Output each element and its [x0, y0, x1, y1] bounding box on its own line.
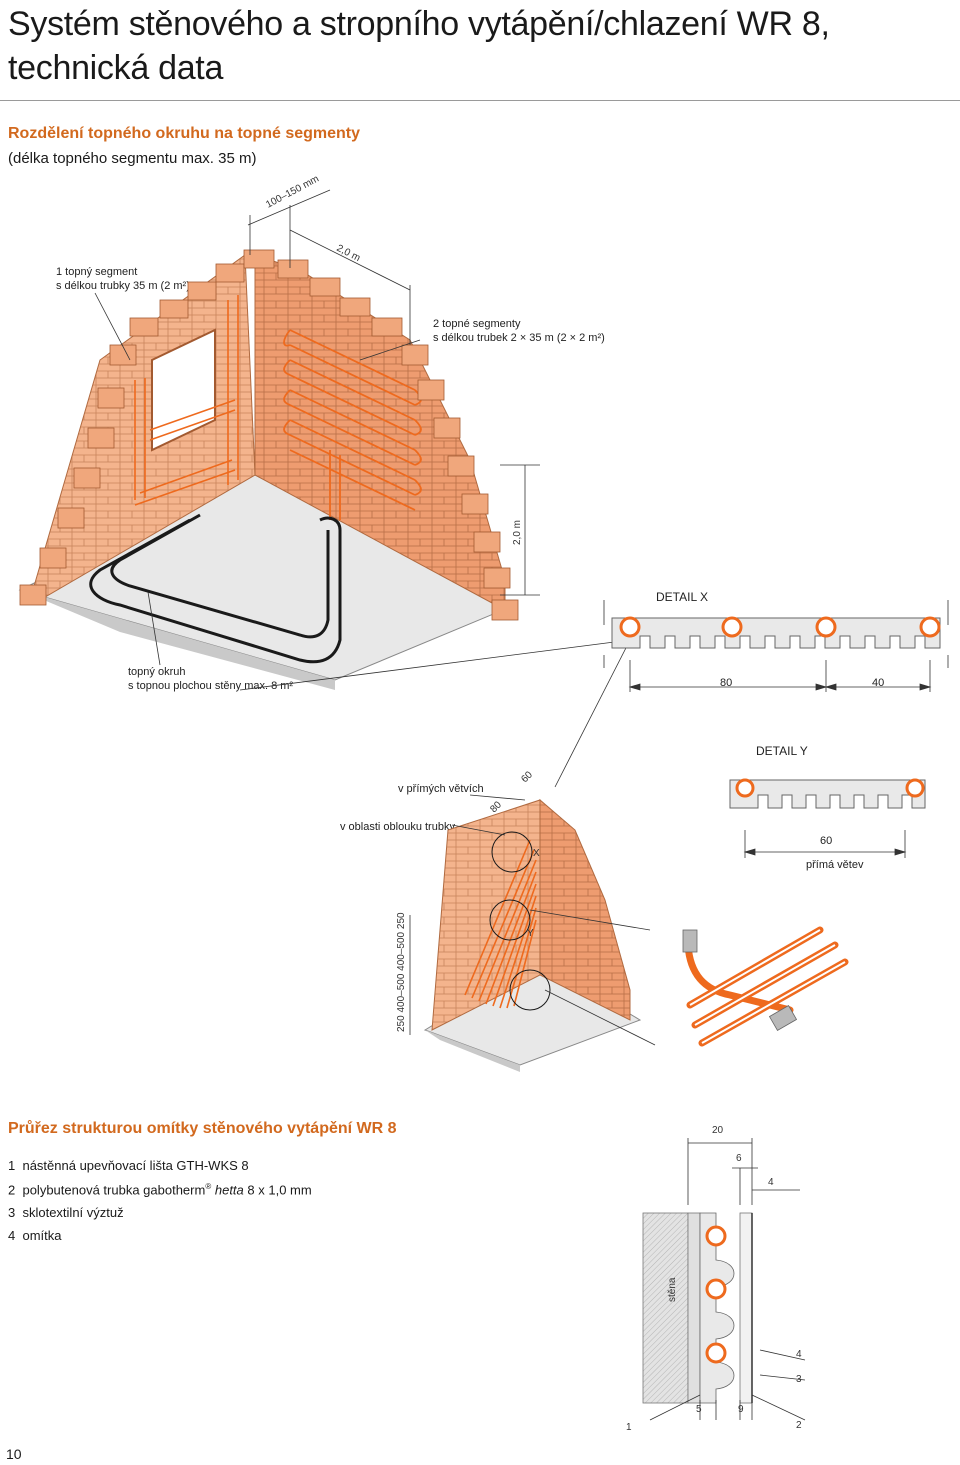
legend-text: omítka	[22, 1228, 62, 1243]
cs-dim-20: 20	[712, 1125, 724, 1136]
small-right-wall	[539, 798, 631, 1021]
dim-height-2m: 2,0 m	[512, 520, 523, 545]
cross-section-drawing: 20 6 4 stěna 4 3 1 5 9 2	[626, 1125, 806, 1433]
cs-callout-9: 9	[738, 1404, 744, 1415]
detail-y-dim-60: 60	[820, 835, 833, 847]
detail-y-drawing	[729, 778, 926, 858]
label-circuit-line2: s topnou plochou stěny max. 8 m²	[128, 680, 294, 692]
feed-line	[89, 516, 342, 664]
pipes-left-wall	[134, 295, 239, 506]
wall-hatched	[642, 1212, 689, 1404]
section-heading-cross-section: Průřez strukturou omítky stěnového vytáp…	[8, 1120, 397, 1137]
small-floor-edge	[425, 1030, 520, 1072]
legend-num: 2	[8, 1182, 16, 1198]
dim-100-150: 100–150 mm	[264, 174, 321, 211]
brick-edges	[19, 249, 519, 621]
title-divider	[0, 100, 960, 101]
section-subheading-segments: (délka topného segmentu max. 35 m)	[8, 150, 257, 167]
legend-text: nástěnná upevňovací lišta GTH-WKS 8	[22, 1158, 249, 1173]
legend-text-after: 8 x 1,0 mm	[243, 1182, 312, 1198]
label-circuit-line1: topný okruh	[128, 666, 186, 678]
detail-x-dim-80: 80	[720, 677, 733, 689]
page-title: Systém stěnového a stropního vytápění/ch…	[8, 5, 830, 87]
label-bend-area: v oblasti oblouku trubky	[340, 821, 455, 833]
dimension-lines	[94, 189, 631, 788]
legend-item-3: 3 sklotextilní výztuž	[8, 1205, 124, 1220]
label-one-segment-line1: 1 topný segment	[56, 266, 138, 278]
legend-num: 1	[8, 1158, 16, 1173]
detail-y-rail	[729, 779, 926, 809]
detail-markers	[489, 831, 551, 1011]
label-two-segments-line2: s délkou trubek 2 × 35 m (2 × 2 m²)	[433, 332, 605, 344]
detail-x-dims	[603, 655, 949, 692]
detail-y-pipes	[735, 778, 925, 798]
label-one-segment-line2: s délkou trubky 35 m (2 m²)	[56, 280, 190, 292]
detail-x-rail	[611, 617, 941, 649]
cs-dim-6: 6	[736, 1153, 742, 1164]
cs-callout-2: 2	[796, 1420, 802, 1431]
page-number: 10	[6, 1446, 22, 1462]
detail-x-pipes	[619, 616, 941, 638]
window-opening	[151, 328, 216, 452]
dim-width-2m: 2,0 m	[335, 243, 362, 264]
cs-wall-label: stěna	[667, 1277, 678, 1302]
legend-num: 3	[8, 1205, 16, 1220]
legend-registered-mark: ®	[205, 1182, 212, 1191]
small-wall-drawing: X Y 80 60 250 400–500 400–500 250	[396, 769, 656, 1072]
floor-edge	[20, 590, 335, 690]
detail-y-title: DETAIL Y	[756, 744, 808, 758]
main-wall-drawing: 100–150 mm 2,0 m 2,0 m	[18, 174, 631, 788]
marker-x: X	[533, 848, 540, 859]
cs-callout-3: 3	[796, 1374, 802, 1385]
small-wall-pipes	[464, 839, 537, 1009]
detail-x-drawing	[603, 600, 949, 692]
detail-y-caption: přímá větev	[806, 859, 864, 871]
legend-item-1: 1 nástěnná upevňovací lišta GTH-WKS 8	[8, 1158, 249, 1173]
cs-callout-5: 5	[696, 1404, 702, 1415]
vertical-spacing-dims: 250 400–500 400–500 250	[396, 912, 407, 1032]
label-two-segments-line1: 2 topné segmenty	[433, 318, 521, 330]
legend-text-italic: hetta	[214, 1182, 244, 1198]
detail-x-dim-40: 40	[872, 677, 885, 689]
detail-x-title: DETAIL X	[656, 590, 709, 604]
section-heading-segments: Rozdělení topného okruhu na topné segmen…	[8, 125, 361, 142]
legend-text: sklotextilní výztuž	[22, 1205, 124, 1220]
detail-y-dims	[743, 830, 907, 858]
legend-num: 4	[8, 1228, 16, 1243]
marker-y: Y	[527, 928, 534, 939]
dim-60-small: 60	[519, 769, 535, 785]
cs-dim-4: 4	[768, 1177, 774, 1188]
legend-text: polybutenová trubka gabotherm	[22, 1182, 206, 1198]
cs-callout-1: 1	[626, 1422, 632, 1433]
legend-item-4: 4 omítka	[8, 1228, 61, 1243]
cross-section-dims	[649, 1138, 806, 1421]
pipe-elbow-detail	[670, 926, 860, 1060]
cs-callout-4: 4	[796, 1349, 802, 1360]
feed-line-inner	[110, 513, 330, 639]
cross-section-pipes	[705, 1225, 727, 1364]
small-wall-leaders	[409, 794, 656, 1046]
label-straight-branches: v přímých větvích	[398, 783, 484, 795]
legend-item-2: 2 polybutenová trubka gabotherm® hetta 8…	[8, 1182, 312, 1197]
